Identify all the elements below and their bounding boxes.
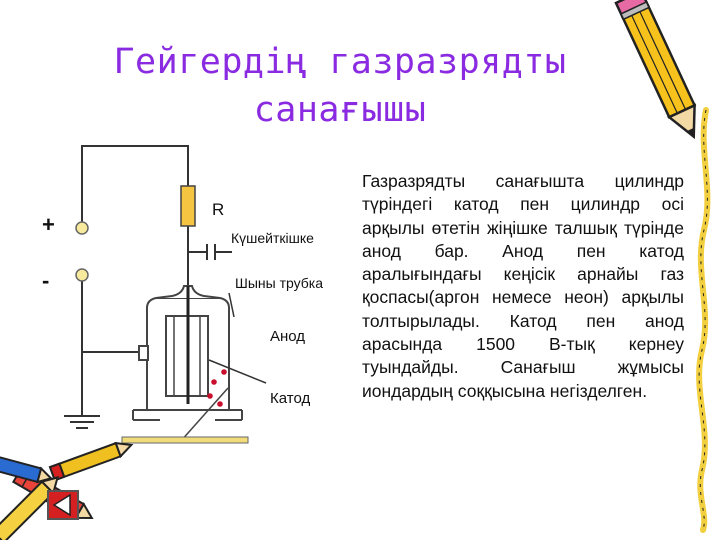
particle-track bbox=[179, 387, 229, 443]
top-wire bbox=[81, 145, 189, 228]
plus-terminal bbox=[75, 221, 89, 235]
capacitor bbox=[206, 244, 216, 260]
page-title: Гейгердің газразрядты санағышы bbox=[80, 38, 600, 134]
plus-sign: + bbox=[42, 212, 55, 237]
label-pointers bbox=[208, 292, 267, 384]
ground-symbol bbox=[64, 415, 100, 429]
circuit-wires bbox=[81, 145, 232, 416]
amplifier-label: Күшейткішке bbox=[231, 230, 314, 246]
anode-label: Анод bbox=[270, 328, 306, 345]
radiation-particles bbox=[207, 369, 227, 407]
sample-plate bbox=[121, 436, 249, 444]
side-connector bbox=[138, 345, 149, 361]
resistor-label: R bbox=[212, 200, 225, 219]
resistor bbox=[180, 185, 196, 227]
minus-sign: - bbox=[42, 268, 50, 293]
minus-terminal bbox=[75, 268, 89, 282]
pencil-icon bbox=[614, 0, 697, 140]
cathode-label: Катод bbox=[270, 390, 311, 407]
description-text: Газразрядты санағышта цилиндр түріндегі … bbox=[362, 171, 684, 401]
title-line-2: санағышы bbox=[253, 90, 427, 130]
tube-label: Шыны трубка bbox=[235, 275, 324, 291]
wavy-border bbox=[696, 107, 711, 533]
title-line-1: Гейгердің газразрядты bbox=[113, 42, 567, 82]
